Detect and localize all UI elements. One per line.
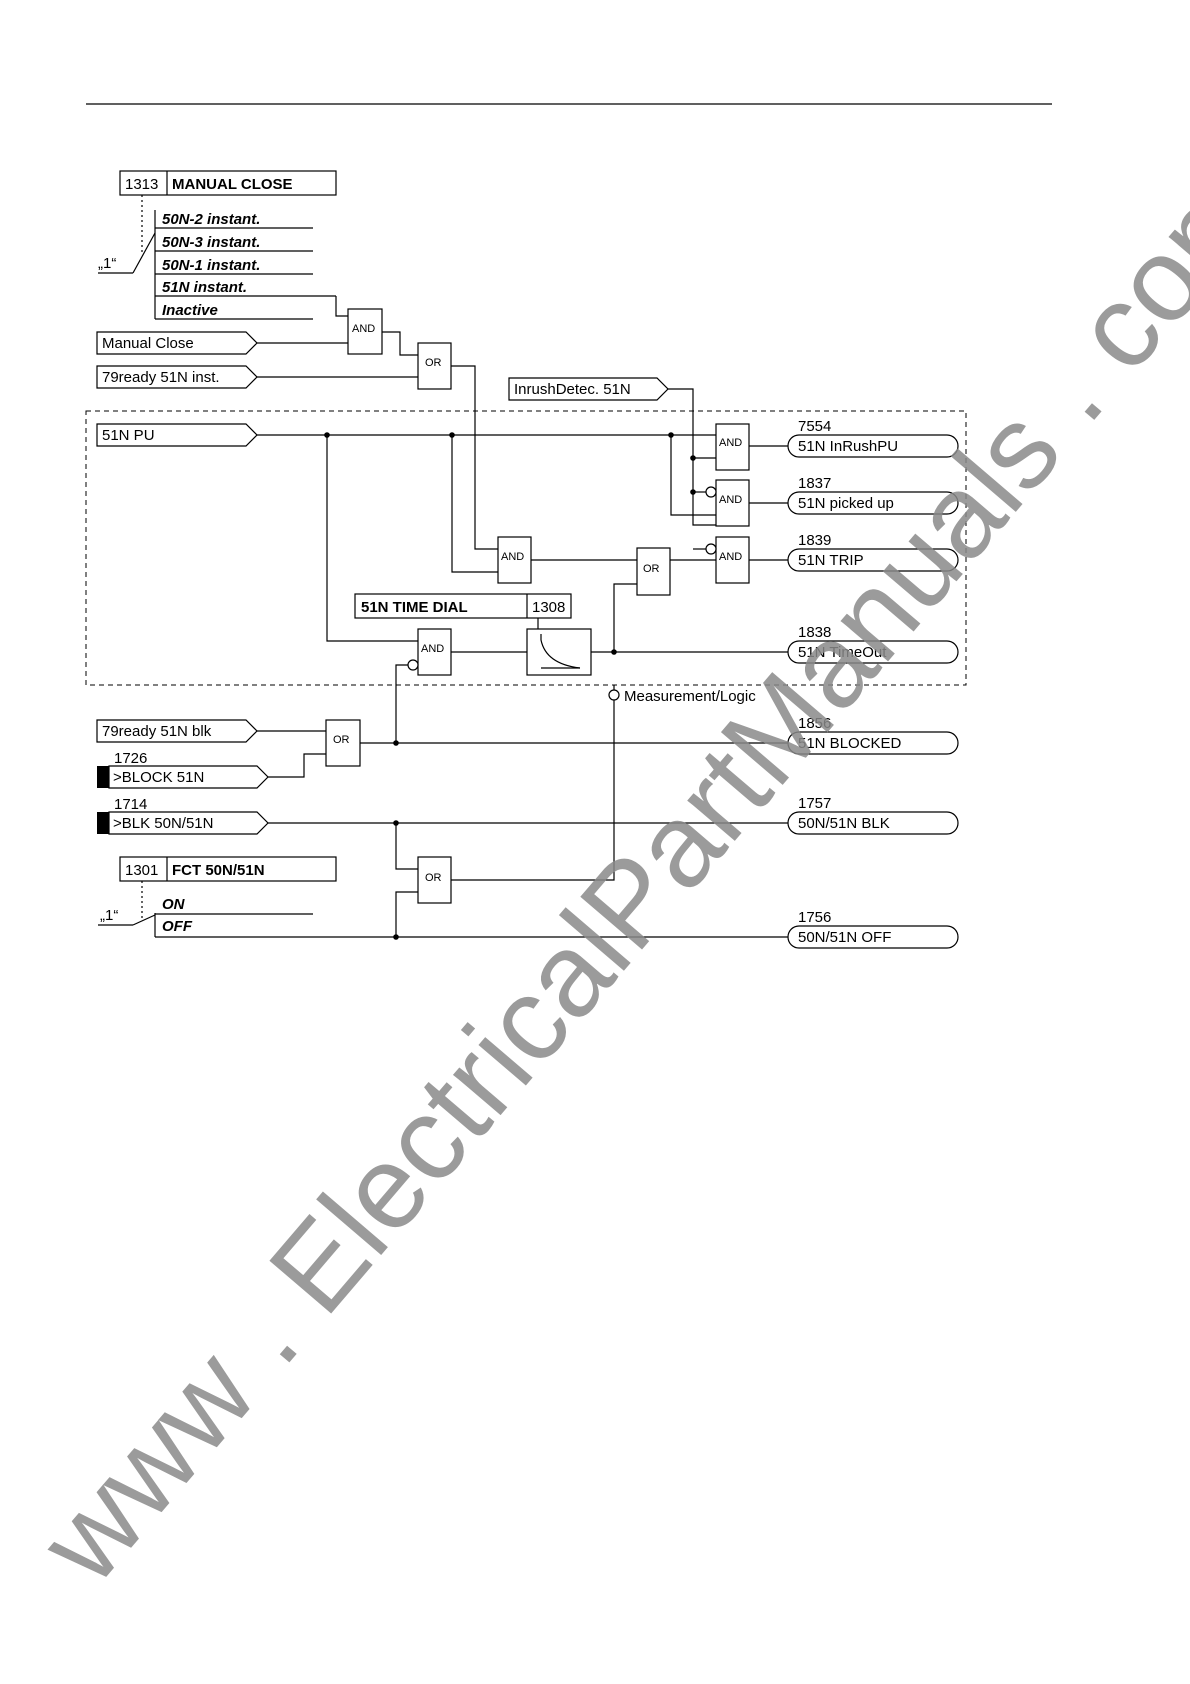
or-gate-blocked: OR [325, 719, 361, 767]
manual-close-one-label: „1“ [98, 255, 116, 272]
svg-text:AND: AND [719, 494, 742, 506]
option-50n2: 50N-2 instant. [162, 211, 260, 228]
svg-text:1856: 1856 [798, 715, 831, 732]
svg-text:1756: 1756 [798, 909, 831, 926]
fct-one-label: „1“ [100, 907, 118, 924]
input-manual-close: Manual Close [96, 331, 258, 355]
and-gate-trip: AND [705, 536, 750, 584]
svg-text:51N picked up: 51N picked up [798, 495, 894, 512]
fct-option-off: OFF [162, 918, 193, 935]
svg-text:1837: 1837 [798, 475, 831, 492]
svg-text:OR: OR [425, 357, 442, 369]
fct-option-on: ON [162, 896, 186, 913]
option-50n3: 50N-3 instant. [162, 234, 260, 251]
output-blk: 1757 50N/51N BLK [787, 795, 959, 835]
svg-text:AND: AND [501, 551, 524, 563]
output-trip: 1839 51N TRIP [787, 532, 959, 572]
svg-text:OR: OR [643, 563, 660, 575]
and-gate-inst: AND [497, 536, 532, 584]
input-block-51n-label: >BLOCK 51N [113, 769, 204, 786]
output-timeout: 1838 51N TimeOut [787, 624, 959, 664]
or-gate-blk: OR [417, 856, 452, 904]
fct-title: FCT 50N/51N [172, 862, 265, 879]
input-blk-50n51n-code: 1714 [114, 796, 147, 813]
input-inrush-label: InrushDetec. 51N [514, 381, 631, 398]
input-79ready-inst: 79ready 51N inst. [96, 365, 258, 389]
and-gate-timer: AND [407, 628, 452, 676]
svg-text:OR: OR [425, 872, 442, 884]
input-51n-pu: 51N PU [96, 423, 258, 447]
input-block-51n: 1726 >BLOCK 51N [97, 750, 269, 789]
svg-text:AND: AND [719, 551, 742, 563]
time-dial-code: 1308 [532, 599, 565, 616]
svg-text:50N/51N BLK: 50N/51N BLK [798, 815, 890, 832]
svg-text:51N TimeOut: 51N TimeOut [798, 644, 887, 661]
input-blk-50n51n-label: >BLK 50N/51N [113, 815, 213, 832]
input-blk-50n51n: 1714 >BLK 50N/51N [97, 796, 269, 835]
output-pickedup: 1837 51N picked up [787, 475, 959, 515]
svg-text:AND: AND [352, 323, 375, 335]
measurement-region [85, 410, 967, 686]
svg-text:51N TRIP: 51N TRIP [798, 552, 864, 569]
or-gate-trip: OR [636, 547, 671, 596]
time-dial-title: 51N TIME DIAL [361, 599, 468, 616]
input-51n-pu-label: 51N PU [102, 427, 155, 444]
time-dial: 51N TIME DIAL 1308 [354, 593, 592, 676]
manual-close-code: 1313 [125, 176, 158, 193]
input-manual-close-label: Manual Close [102, 335, 194, 352]
output-off: 1756 50N/51N OFF [787, 909, 959, 949]
and-gate-inrushpu: AND [715, 423, 750, 471]
wiring [155, 296, 788, 938]
svg-text:AND: AND [421, 643, 444, 655]
svg-text:51N InRushPU: 51N InRushPU [798, 438, 898, 455]
input-inrush: InrushDetec. 51N [508, 377, 669, 401]
inverse-time-curve-icon [540, 634, 581, 669]
measurement-logic-label: Measurement/Logic [624, 688, 756, 705]
and-gate-pickedup: AND [705, 479, 750, 527]
svg-text:50N/51N OFF: 50N/51N OFF [798, 929, 891, 946]
option-50n1: 50N-1 instant. [162, 257, 260, 274]
and-gate-manual: AND [347, 308, 383, 355]
svg-text:51N BLOCKED: 51N BLOCKED [798, 735, 902, 752]
manual-close-setting: 1313 MANUAL CLOSE „1“ 50N-2 instant. 50N… [98, 170, 337, 320]
input-79ready-inst-label: 79ready 51N inst. [102, 369, 220, 386]
manual-close-title: MANUAL CLOSE [172, 176, 293, 193]
or-gate-manual: OR [417, 342, 452, 390]
fct-setting: 1301 FCT 50N/51N „1“ ON OFF [98, 856, 337, 937]
svg-text:1757: 1757 [798, 795, 831, 812]
fct-code: 1301 [125, 862, 158, 879]
option-inactive: Inactive [162, 302, 218, 319]
svg-text:OR: OR [333, 734, 350, 746]
svg-text:1839: 1839 [798, 532, 831, 549]
input-79ready-blk-label: 79ready 51N blk [102, 723, 212, 740]
output-blocked: 1856 51N BLOCKED [787, 715, 959, 755]
svg-text:7554: 7554 [798, 418, 831, 435]
svg-text:AND: AND [719, 437, 742, 449]
svg-text:1838: 1838 [798, 624, 831, 641]
input-79ready-blk: 79ready 51N blk [96, 719, 258, 743]
output-inrushpu: 7554 51N InRushPU [787, 418, 959, 458]
option-51n: 51N instant. [162, 279, 247, 296]
junction-dots [324, 432, 696, 940]
input-block-51n-code: 1726 [114, 750, 147, 767]
